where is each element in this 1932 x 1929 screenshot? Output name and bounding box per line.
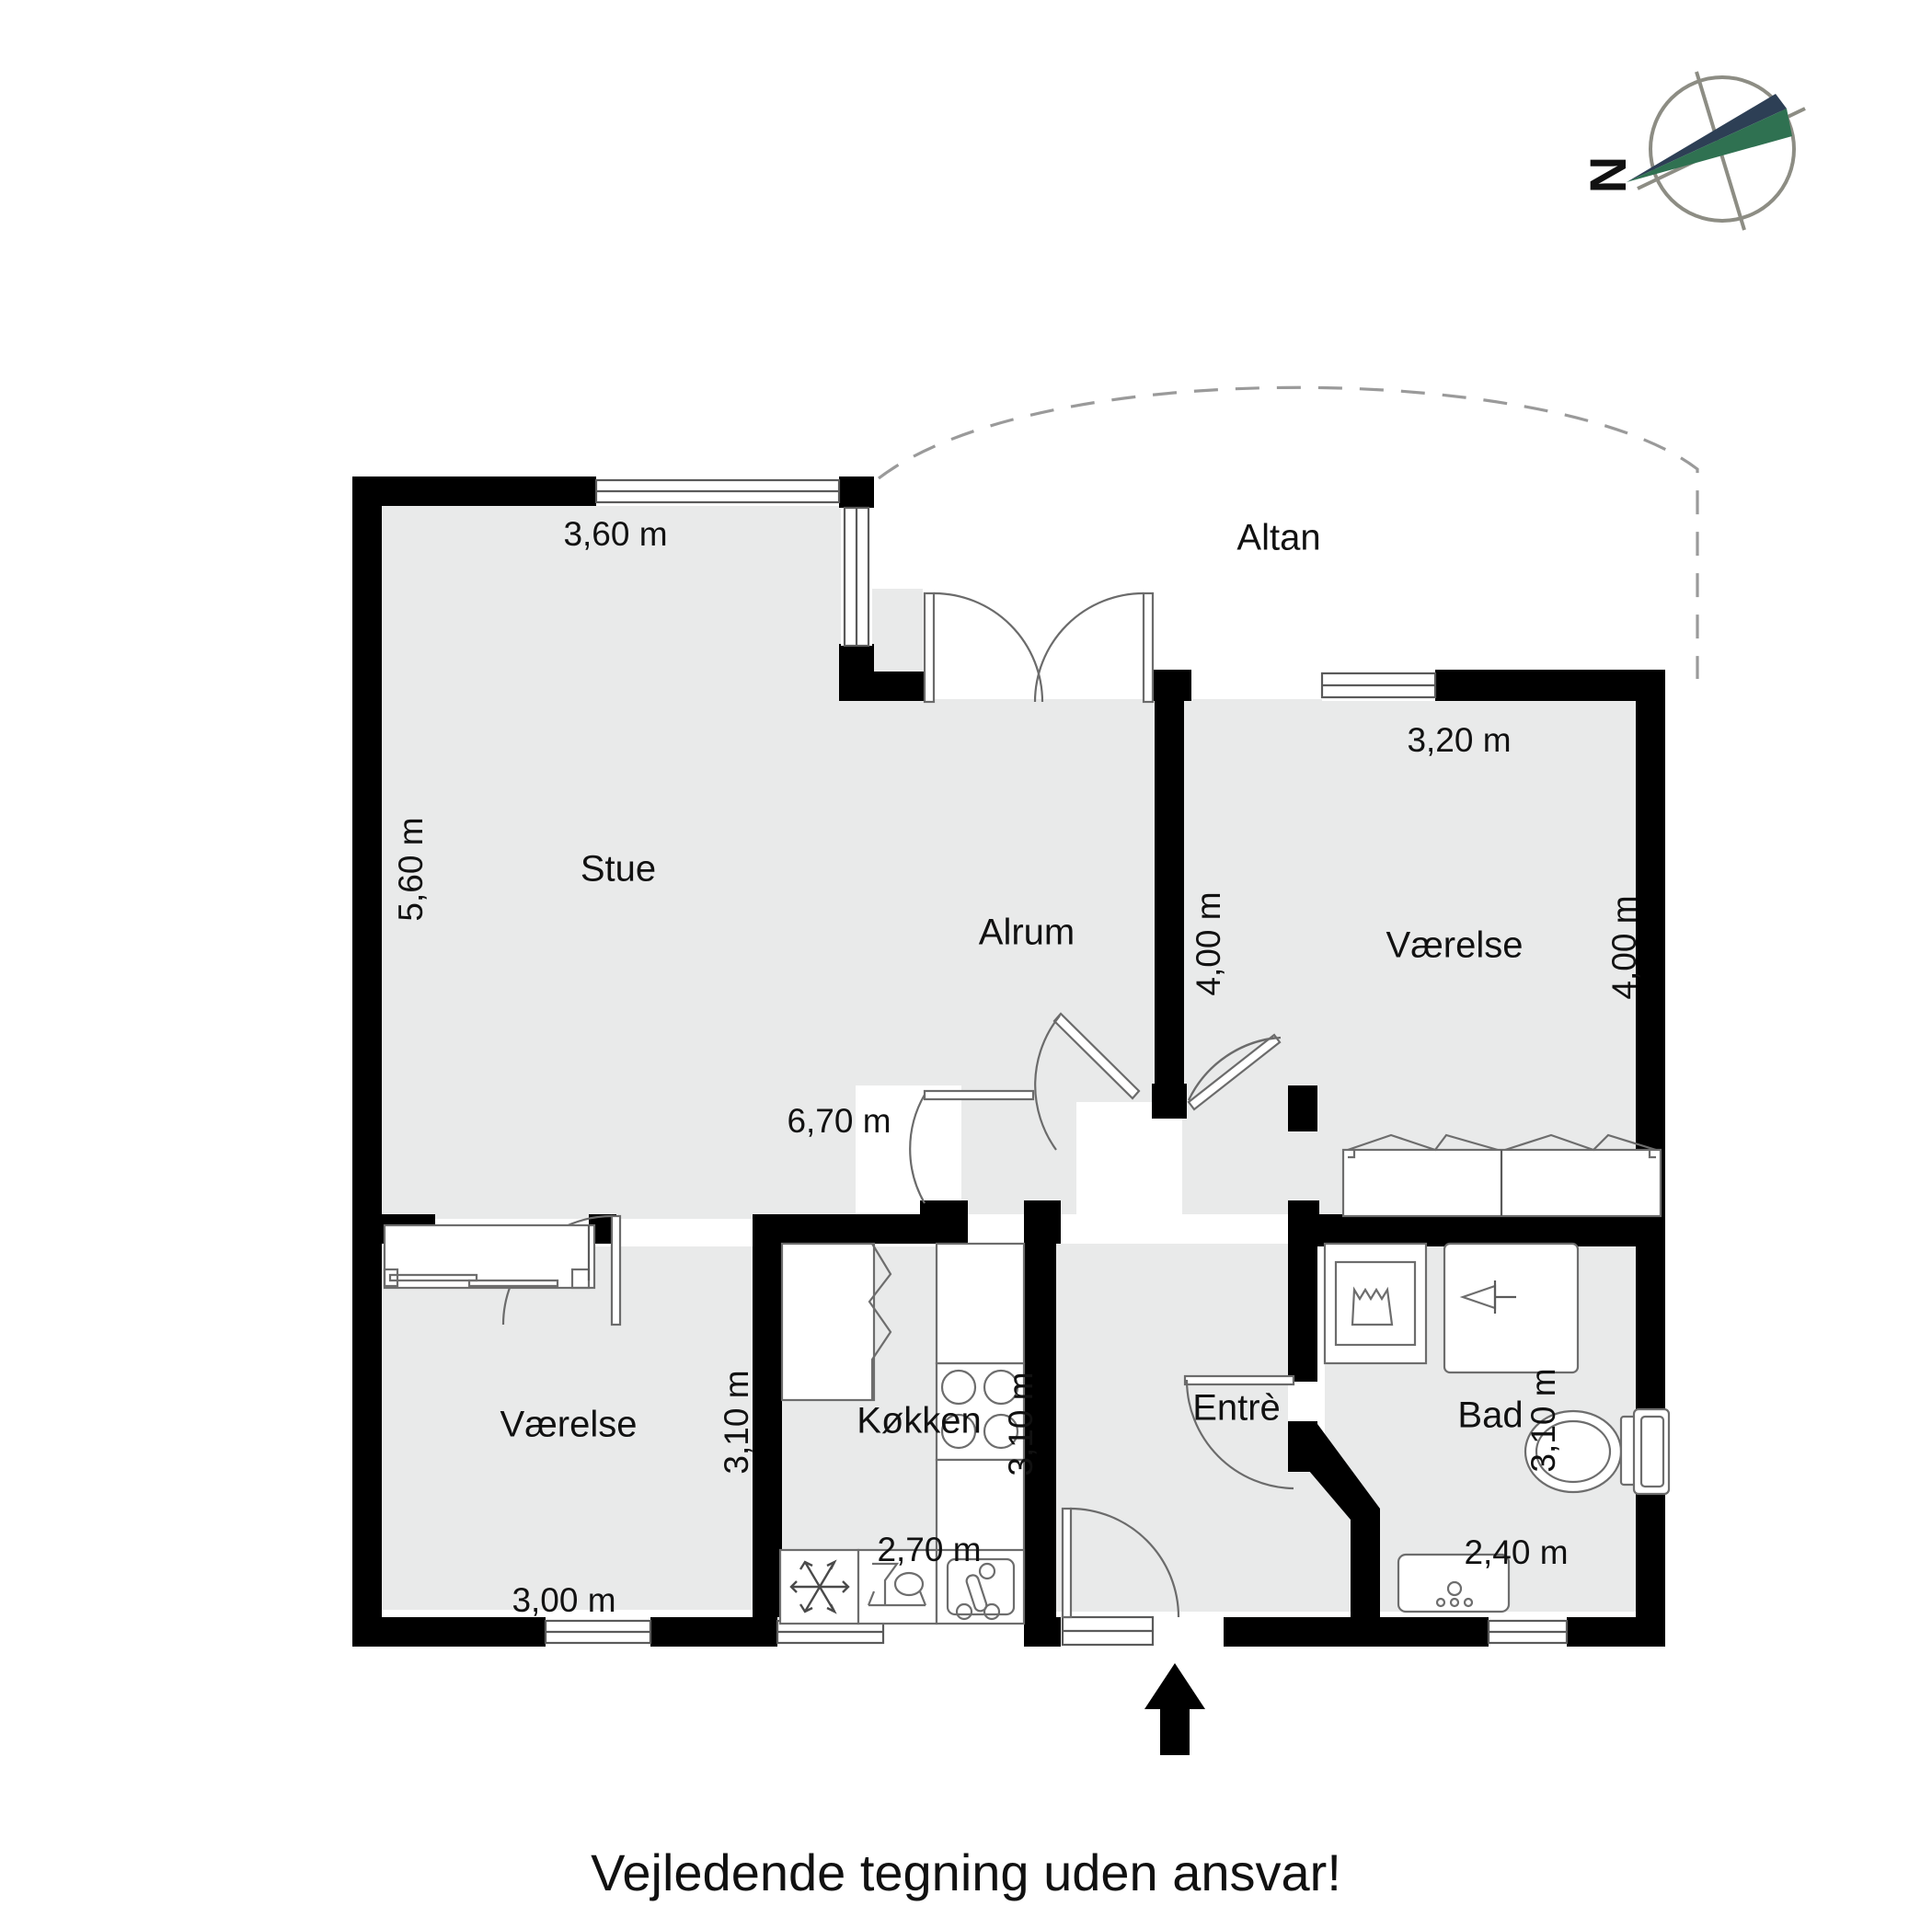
snowflake-icon [778,1548,860,1625]
dim-vaerelse2-right: 3,10 m [718,1370,755,1474]
room-label-entre: Entrè [1192,1388,1281,1429]
wall-exterior-bottom-entre [1024,1617,1063,1647]
door-alrum-entre-left[interactable] [1034,1012,1141,1151]
wall-exterior-bottom-left [352,1617,547,1647]
compass-needle-upper [1627,94,1787,182]
wall-entre-bad-pier [1288,1085,1317,1131]
room-label-stue: Stue [581,849,656,890]
dim-koekken-bottom: 2,70 m [877,1531,981,1568]
wall-entre-top-right-nib [1288,1200,1319,1244]
toilet-icon [1524,1409,1641,1494]
closet-icon [780,1242,892,1402]
room-label-koekken: Køkken [857,1401,982,1441]
room-label-vaerelse-2: Værelse [500,1405,638,1445]
wall-kitchen-left [753,1214,782,1619]
dim-bad-bottom: 2,40 m [1464,1533,1568,1571]
door-main-entry[interactable] [1061,1507,1180,1619]
room-fill-entre [1056,1244,1357,1612]
glassware-icon [857,1548,938,1625]
wall-kitchen-right [1024,1214,1056,1619]
wall-altan-right-pier [1435,670,1665,701]
dimension-label-group: 3,60 m 5,60 m 6,70 m 3,20 m 4,00 m 4,00 … [392,515,1643,1619]
dim-alrum-width: 6,70 m [787,1102,891,1140]
dim-bad-right: 3,10 m [1524,1368,1562,1472]
dim-vaerelse1-left: 4,00 m [1190,891,1227,995]
room-fill-vaerelse-right [1182,699,1661,1214]
wall-exterior-top-stue [352,477,596,506]
wall-entre-top-left-nib [1024,1200,1061,1244]
room-label-vaerelse-1: Værelse [1386,925,1524,966]
wash-basin-icon [1632,1407,1671,1496]
kitchen-sink-icon [935,1548,1026,1625]
shower-tray-icon [1397,1553,1511,1613]
wall-top-stue-right-pier [839,477,874,508]
room-label-altan: Altan [1236,518,1320,558]
room-label-bad: Bad [1457,1395,1523,1436]
wall-washer-divider [1288,1244,1317,1382]
compass-ring [1649,75,1796,223]
room-fill-stue-lower [380,1104,766,1219]
room-fill-stue-alrum [380,477,1155,1219]
cooktop-icon [935,1361,1026,1462]
plan-caption: Vejledende tegning uden ansvar! [591,1843,1341,1901]
wall-exterior-bottom-bad-mid [1352,1617,1490,1647]
compass-north-label: N [1579,156,1637,193]
dim-stue-top: 3,60 m [563,515,667,553]
wall-altan-left-pier [1153,670,1191,701]
kitchen-counter [935,1242,1026,1365]
wall-exterior-bottom-bad-left [1224,1617,1352,1647]
dim-vaerelse2-bottom: 3,00 m [512,1581,615,1619]
wall-exterior-bottom-bad-right [1564,1617,1665,1647]
dim-stue-left: 5,60 m [392,817,430,921]
wall-exterior-left-lower [352,1214,382,1647]
wall-group [352,477,1665,1647]
washing-machine-icon [1323,1242,1428,1365]
door-kitchen[interactable] [909,1089,1035,1204]
wall-exterior-left-upper [352,477,382,1222]
wall-exterior-bottom-kitchen [649,1617,777,1647]
floor-drain-icon [1443,1242,1580,1374]
dim-koekken-right: 3,10 m [1002,1372,1040,1475]
door-alrum-entre-right[interactable] [1187,1033,1282,1111]
entrance-arrow [1144,1663,1205,1755]
wardrobe-icon [1341,1133,1662,1218]
compass-needle-lower [1627,109,1792,182]
wall-alrum-door-sill [839,672,926,701]
wall-kitchen-top-pier [920,1200,968,1244]
window-group [544,477,1569,1648]
wall-bad-top [1316,1214,1665,1246]
door-bad[interactable] [1183,1374,1295,1490]
balcony-outline [878,385,1699,679]
room-fill-vaerelse-left [380,1246,753,1610]
dim-vaerelse1-right: 4,00 m [1605,895,1643,999]
compass-rose: N [1579,71,1806,231]
wall-alrum-entre-hinge [1152,1084,1187,1119]
door-balcony-double[interactable] [923,591,1155,704]
room-label-alrum: Alrum [979,913,1075,953]
wall-entre-bad-diagonal [1288,1424,1380,1617]
room-label-group: Stue Alrum Altan Værelse Værelse Køkken … [500,518,1524,1445]
dim-vaerelse1-top: 3,20 m [1407,721,1511,759]
wall-partition-alrum-bedroom [1155,699,1184,1104]
wardrobe-icon-left [383,1223,596,1290]
